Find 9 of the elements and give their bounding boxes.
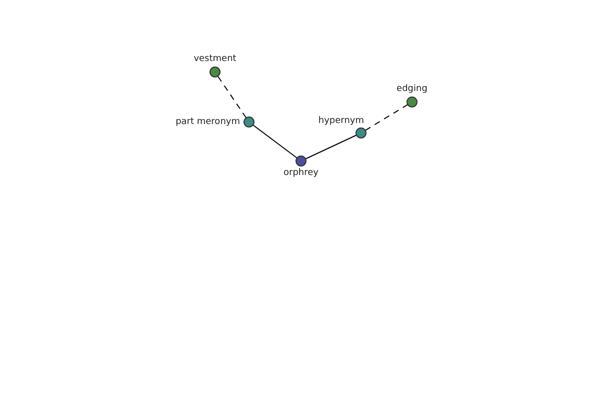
connector-line <box>217 76 247 118</box>
node-label: vestment <box>194 54 236 65</box>
node-label: edging <box>396 84 428 95</box>
node-label: orphrey <box>284 168 318 179</box>
node-label: hypernym <box>318 116 364 127</box>
connector-line <box>305 134 357 160</box>
node-label: part meronym <box>176 116 240 128</box>
connector-line <box>252 124 298 158</box>
connector-line <box>364 104 408 131</box>
